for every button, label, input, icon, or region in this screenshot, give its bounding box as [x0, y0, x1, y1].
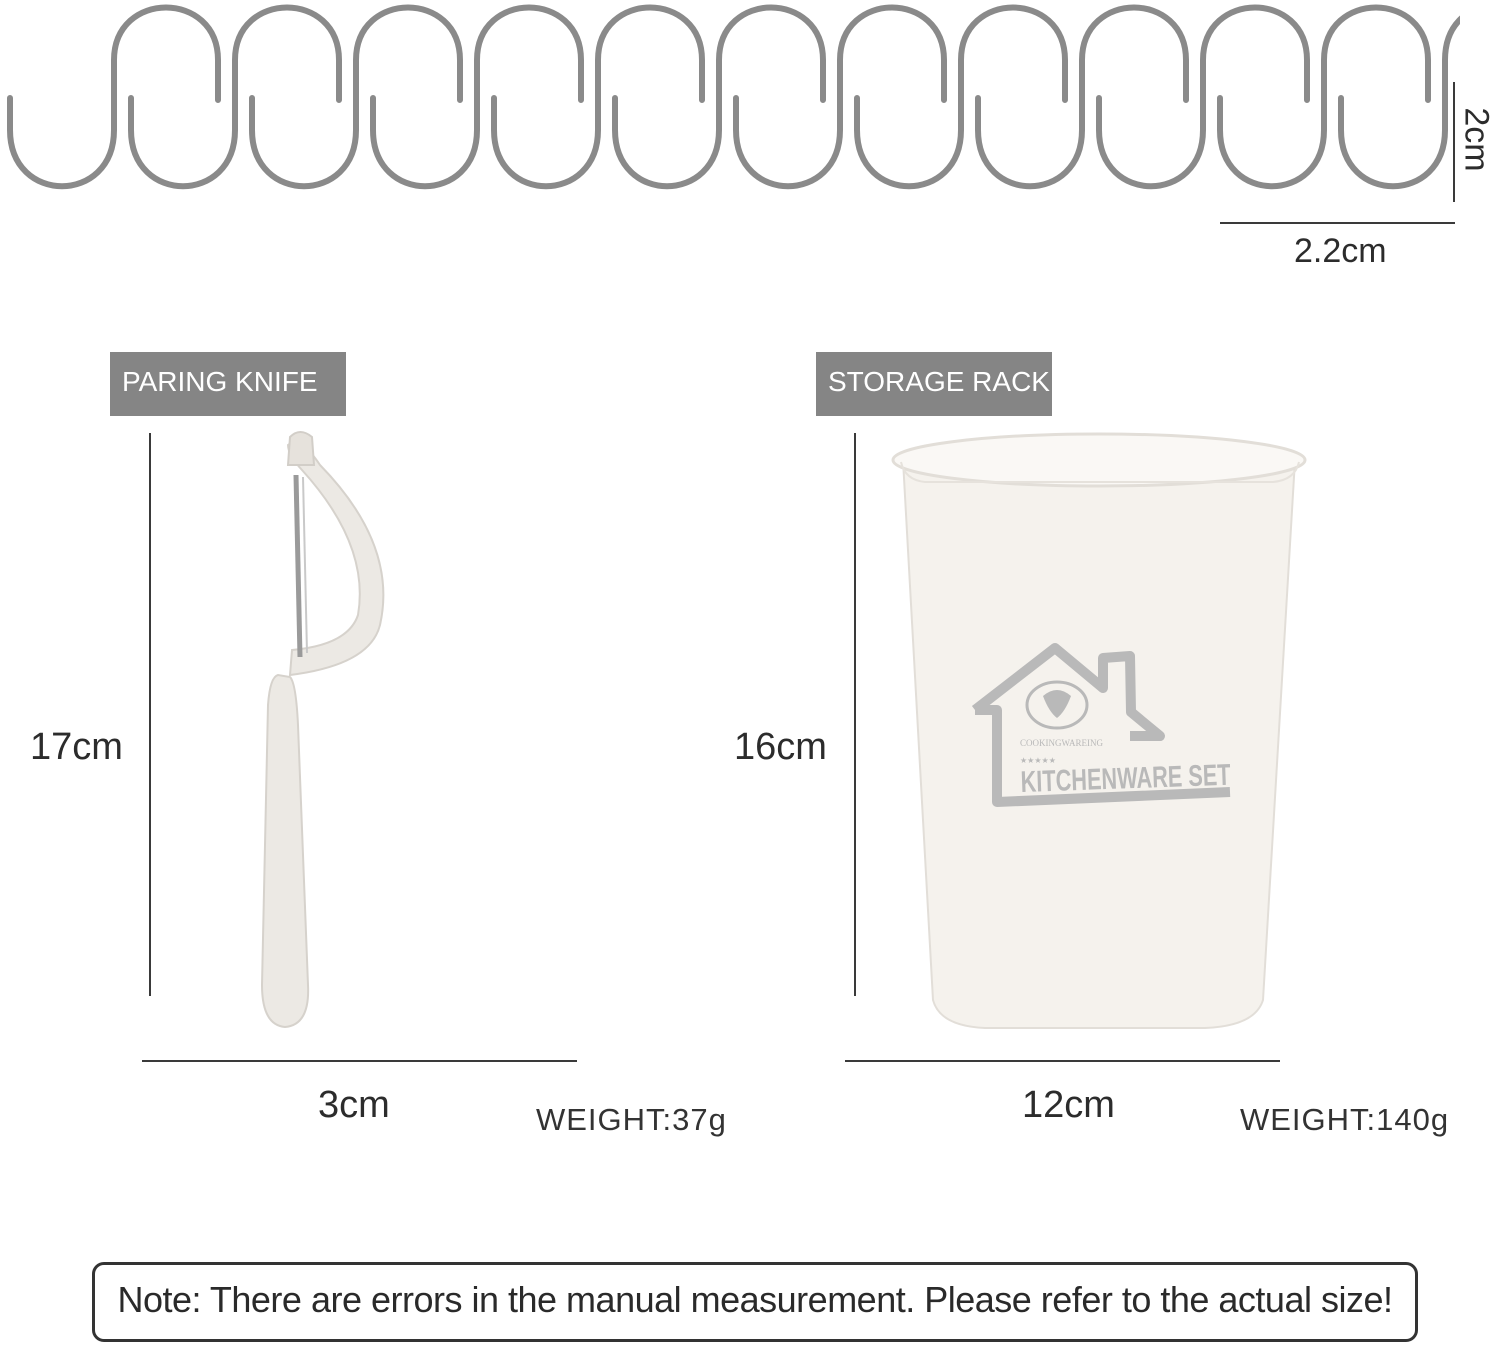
- s-hook: [370, 4, 584, 190]
- hook-height-dimension-line: [1453, 82, 1455, 202]
- s-hook: [612, 4, 826, 190]
- storage-rack-illustration: COOKINGWAREING ★★★★★ KITCHENWARE SET: [891, 432, 1307, 1029]
- s-hook: [1217, 4, 1431, 190]
- knife-width-dimension-line: [142, 1060, 577, 1062]
- rack-width-label: 12cm: [1022, 1084, 1115, 1126]
- s-hook: [1338, 15, 1460, 190]
- hook-height-label: 2cm: [1457, 107, 1496, 172]
- storage-rack-tag: STORAGE RACK: [816, 352, 1052, 416]
- hook-width-label: 2.2cm: [1294, 232, 1387, 270]
- knife-weight-label: WEIGHT:37g: [536, 1102, 727, 1137]
- paring-knife-illustration: [260, 431, 385, 1029]
- knife-width-label: 3cm: [318, 1084, 390, 1126]
- rack-height-dimension-line: [854, 433, 856, 996]
- s-hook: [854, 4, 1068, 190]
- s-hook: [249, 4, 463, 190]
- knife-height-dimension-line: [149, 433, 151, 996]
- s-hook: [733, 4, 947, 190]
- s-hooks-illustration: [7, 4, 1460, 190]
- rack-weight-label: WEIGHT:140g: [1240, 1102, 1450, 1137]
- s-hook: [7, 4, 221, 190]
- s-hook: [128, 4, 342, 190]
- hook-width-dimension-line: [1220, 222, 1455, 224]
- s-hook: [975, 4, 1189, 190]
- paring-knife-tag: PARING KNIFE: [110, 352, 346, 416]
- rack-logo-text: KITCHENWARE SET: [1020, 759, 1231, 799]
- rack-logo-line1: COOKINGWAREING: [1020, 738, 1103, 748]
- rack-width-dimension-line: [845, 1060, 1280, 1062]
- measurement-note: Note: There are errors in the manual mea…: [92, 1262, 1418, 1342]
- rack-logo-stars: ★★★★★: [1020, 756, 1056, 765]
- rack-height-label: 16cm: [734, 726, 827, 768]
- knife-height-label: 17cm: [30, 726, 123, 768]
- s-hook: [491, 4, 705, 190]
- s-hook: [1096, 4, 1310, 190]
